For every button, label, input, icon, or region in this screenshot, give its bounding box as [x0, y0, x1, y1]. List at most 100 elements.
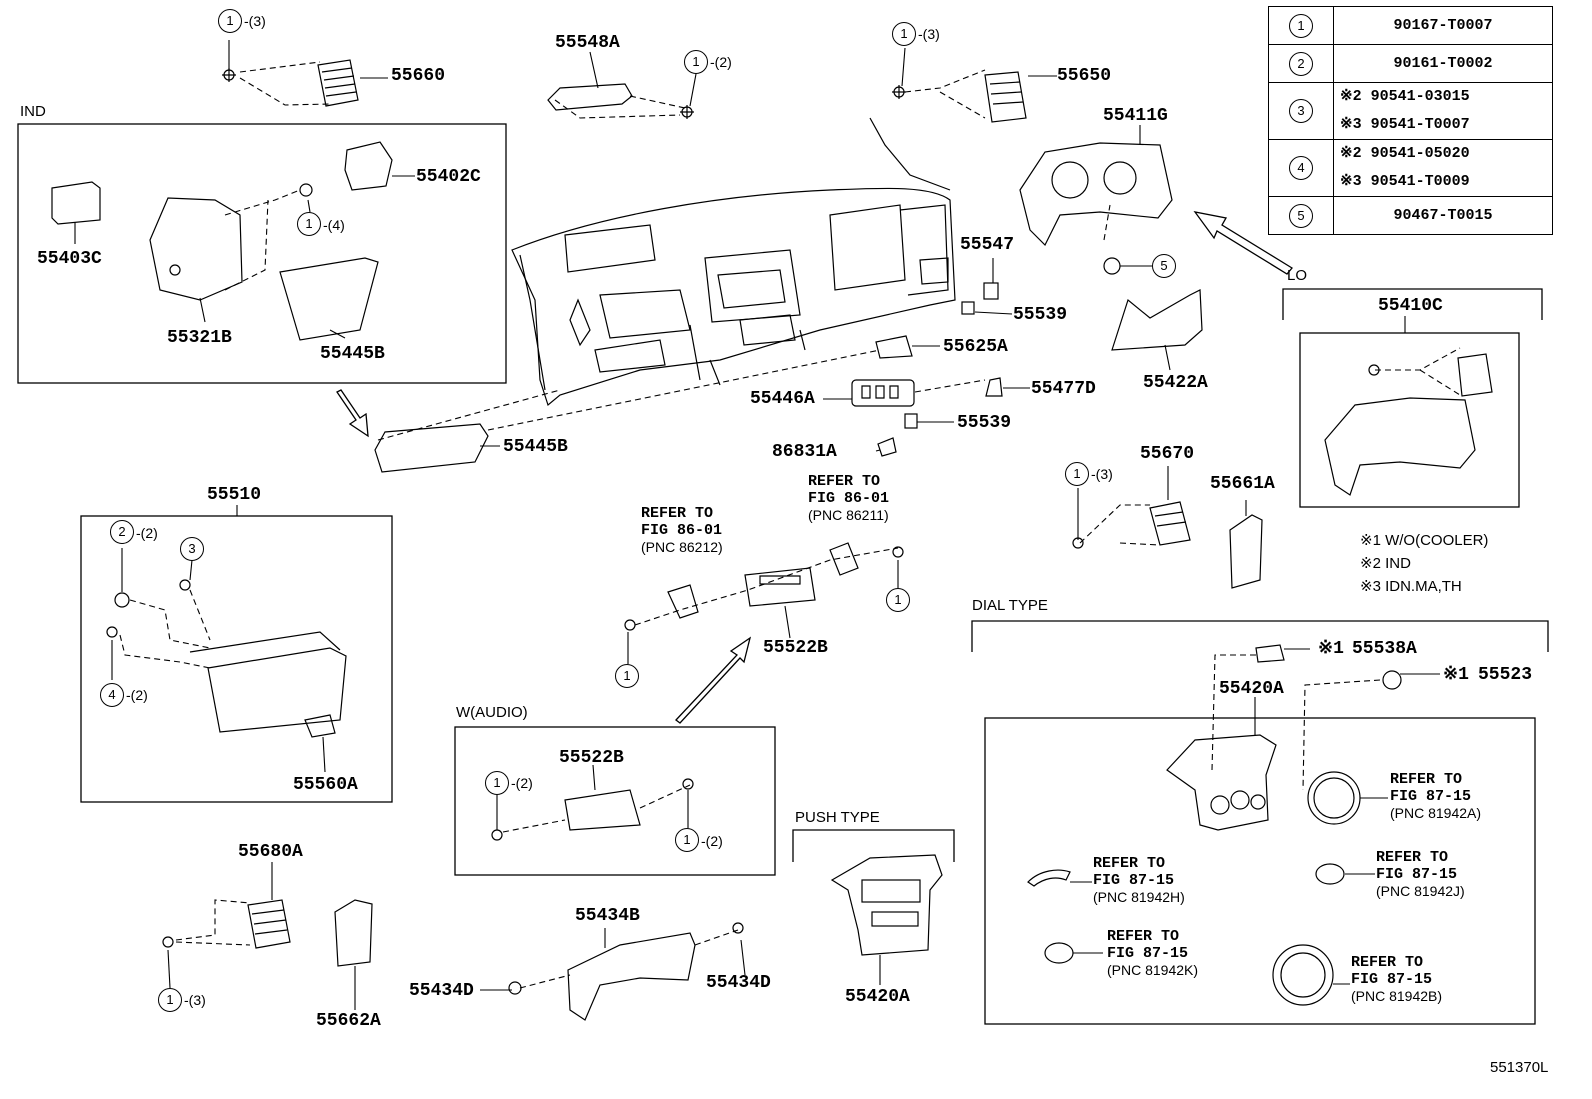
refer-line2: FIG 87-15 [1351, 971, 1433, 988]
legend-row: 5 90467-T0015 [1268, 196, 1553, 235]
part-label-55420a-dial: 55420A [1219, 679, 1284, 699]
part-label-55625a: 55625A [943, 337, 1008, 357]
refer-pnc: (PNC 81942B) [1351, 988, 1443, 1004]
callout-circle: 1 [1065, 462, 1089, 486]
callout-circle: 1 [218, 9, 242, 33]
dial-bracket [971, 620, 1549, 652]
refer-line1: REFER TO [808, 473, 881, 490]
part-label-55660: 55660 [391, 66, 446, 86]
part-label-55411g: 55411G [1103, 106, 1168, 126]
part-label-55510: 55510 [207, 485, 262, 505]
section-w-audio-label: W(AUDIO) [456, 704, 528, 721]
legend-row: 1 90167-T0007 [1268, 6, 1553, 45]
callout-circle: 1 [886, 588, 910, 612]
part-label-55539-a: 55539 [1013, 305, 1068, 325]
part-label-55446a: 55446A [750, 389, 815, 409]
part-label-55538a: 55538A [1352, 639, 1417, 659]
legend-key: 3 [1289, 99, 1313, 123]
part-label-55661a: 55661A [1210, 474, 1275, 494]
refer-line1: REFER TO [1107, 928, 1180, 945]
ind-frame [17, 123, 507, 384]
part-label-55548a: 55548A [555, 33, 620, 53]
legend-key: 1 [1289, 13, 1313, 38]
figure-id: 551370L [1490, 1059, 1549, 1076]
legend-key: 5 [1289, 203, 1313, 228]
callout-suffix: -(2) [136, 525, 158, 541]
callout-circle: 1 [615, 664, 639, 688]
w-audio-frame [454, 726, 776, 876]
refer-line1: REFER TO [1093, 855, 1166, 872]
legend-row: 4 ※2 90541-05020 ※3 90541-T0009 [1268, 139, 1553, 197]
part-sketches [51, 59, 1493, 1021]
part-label-55434b: 55434B [575, 906, 640, 926]
legend-part-number: ※3 90541-T0007 [1340, 116, 1470, 133]
callout-suffix: -(3) [244, 13, 266, 29]
refer-line2: FIG 86-01 [808, 490, 890, 507]
lo-bracket [1282, 288, 1543, 320]
legend-part-number: ※3 90541-T0009 [1340, 173, 1470, 190]
callout-suffix: -(3) [1091, 466, 1113, 482]
star-1-a: ※1 [1318, 639, 1344, 659]
callout-suffix: -(2) [710, 54, 732, 70]
part-label-55422a: 55422A [1143, 373, 1208, 393]
refer-pnc: (PNC 81942H) [1093, 889, 1185, 905]
note-2: ※2 IND [1360, 555, 1411, 572]
callout-circle: 1 [675, 828, 699, 852]
legend-key: 2 [1289, 51, 1313, 76]
part-label-55445b-top: 55445B [320, 344, 385, 364]
legend-part-number: ※2 90541-03015 [1340, 88, 1470, 105]
note-3: ※3 IDN.MA,TH [1360, 578, 1462, 595]
part-label-55547: 55547 [960, 235, 1015, 255]
part-label-55402c: 55402C [416, 167, 481, 187]
callout-circle: 1 [485, 771, 509, 795]
refer-line2: FIG 86-01 [641, 522, 723, 539]
refer-line1: REFER TO [641, 505, 714, 522]
section-ind-label: IND [20, 103, 46, 120]
refer-line2: FIG 87-15 [1376, 866, 1458, 883]
callout-suffix: -(2) [701, 833, 723, 849]
refer-line2: FIG 87-15 [1093, 872, 1175, 889]
part-label-55522b-box: 55522B [559, 748, 624, 768]
callout-circle: 1 [892, 22, 916, 46]
part-label-55434d-left: 55434D [409, 981, 474, 1001]
section-push-type-label: PUSH TYPE [795, 809, 880, 826]
part-label-55434d-right: 55434D [706, 973, 771, 993]
section-dial-type-label: DIAL TYPE [972, 597, 1048, 614]
star-1-b: ※1 [1443, 665, 1469, 685]
part-label-55680a: 55680A [238, 842, 303, 862]
refer-pnc: (PNC 86212) [641, 539, 723, 555]
callout-circle: 1 [684, 50, 708, 74]
refer-pnc: (PNC 81942A) [1390, 805, 1482, 821]
leader-lines [74, 40, 1440, 1010]
refer-line1: REFER TO [1376, 849, 1449, 866]
refer-pnc: (PNC 86211) [808, 507, 889, 523]
part-label-55539-b: 55539 [957, 413, 1012, 433]
refer-line1: REFER TO [1390, 771, 1463, 788]
callout-circle: 3 [180, 537, 204, 561]
legend-key: 4 [1289, 156, 1313, 180]
instrument-panel-drawing [511, 117, 956, 407]
callout-suffix: -(2) [511, 775, 533, 791]
section-lo-label: LO [1287, 267, 1308, 284]
part-label-55420a-push: 55420A [845, 987, 910, 1007]
refer-pnc: (PNC 81942J) [1376, 883, 1465, 899]
push-bracket [792, 829, 955, 862]
part-label-55477d: 55477D [1031, 379, 1096, 399]
callout-circle: 1 [297, 212, 321, 236]
callout-circle: 2 [110, 520, 134, 544]
note-1: ※1 W/O(COOLER) [1360, 532, 1489, 549]
callout-circle: 5 [1152, 254, 1176, 278]
callout-suffix: -(3) [184, 992, 206, 1008]
callout-circle: 4 [100, 683, 124, 707]
part-label-55445b-mid: 55445B [503, 437, 568, 457]
callout-suffix: -(4) [323, 217, 345, 233]
legend-part-number: ※2 90541-05020 [1340, 145, 1470, 162]
refer-line2: FIG 87-15 [1390, 788, 1472, 805]
